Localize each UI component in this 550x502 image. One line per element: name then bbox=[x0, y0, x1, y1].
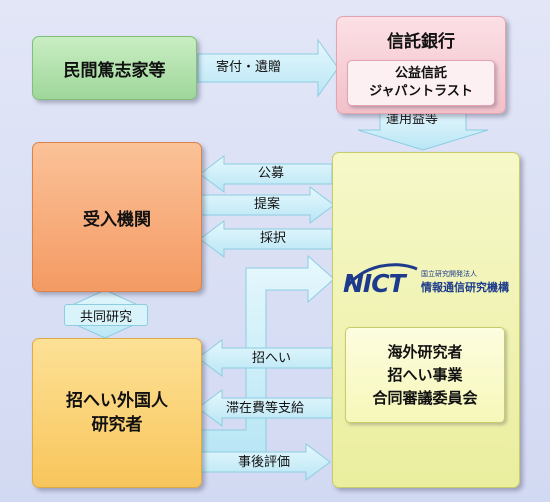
recruit-arrow bbox=[199, 155, 333, 193]
joint-research-label: 共同研究 bbox=[79, 309, 132, 325]
researcher-box: 招へい外国人 研究者 bbox=[32, 338, 202, 488]
nict-org-name: 情報通信研究機構 bbox=[421, 281, 509, 294]
expenses-label: 滞在費等支給 bbox=[226, 401, 305, 416]
trust-bank-title: 信託銀行 bbox=[387, 32, 455, 52]
public-trust-box: 公益信託 ジャパントラスト bbox=[347, 60, 495, 106]
committee-line1: 海外研究者 bbox=[387, 342, 463, 361]
donors-box: 民間篤志家等 bbox=[32, 36, 197, 100]
evaluation-label: 事後評価 bbox=[238, 455, 291, 470]
donation-arrow bbox=[197, 38, 339, 98]
public-trust-line1: 公益信託 bbox=[394, 66, 447, 81]
researcher-line2: 研究者 bbox=[91, 415, 143, 435]
adoption-label: 採択 bbox=[260, 231, 287, 246]
invite-arrow bbox=[197, 339, 333, 377]
operating-income-label: 運用益等 bbox=[386, 112, 439, 127]
host-institution-label: 受入機関 bbox=[83, 209, 151, 230]
donors-label: 民間篤志家等 bbox=[63, 60, 166, 81]
joint-research-tag: 共同研究 bbox=[64, 304, 148, 326]
researcher-line1: 招へい外国人 bbox=[66, 391, 168, 411]
recruit-label: 公募 bbox=[258, 166, 285, 181]
evaluation-arrow bbox=[199, 443, 331, 481]
donation-label: 寄付・遺贈 bbox=[216, 60, 282, 75]
host-institution-box: 受入機関 bbox=[32, 142, 202, 292]
public-trust-line2: ジャパントラスト bbox=[369, 84, 473, 99]
nict-org-small: 国立研究開発法人 bbox=[421, 270, 477, 278]
nict-box: NICT 国立研究開発法人 情報通信研究機構 海外研究者 招へい事業 合同審議委… bbox=[332, 152, 520, 488]
committee-line2: 招へい事業 bbox=[387, 365, 463, 384]
adoption-arrow bbox=[199, 220, 333, 258]
invite-label: 招へい bbox=[252, 351, 292, 366]
expenses-arrow bbox=[197, 389, 333, 427]
committee-box: 海外研究者 招へい事業 合同審議委員会 bbox=[345, 327, 505, 423]
nict-swoosh-icon bbox=[345, 263, 418, 288]
nict-logo: NICT 国立研究開発法人 情報通信研究機構 bbox=[341, 261, 517, 298]
committee-line3: 合同審議委員会 bbox=[372, 388, 478, 407]
trust-bank-box: 信託銀行 公益信託 ジャパントラスト bbox=[336, 16, 506, 114]
proposal-arrow bbox=[199, 186, 335, 224]
nict-mark: NICT bbox=[343, 269, 406, 298]
proposal-label: 提案 bbox=[254, 197, 281, 212]
